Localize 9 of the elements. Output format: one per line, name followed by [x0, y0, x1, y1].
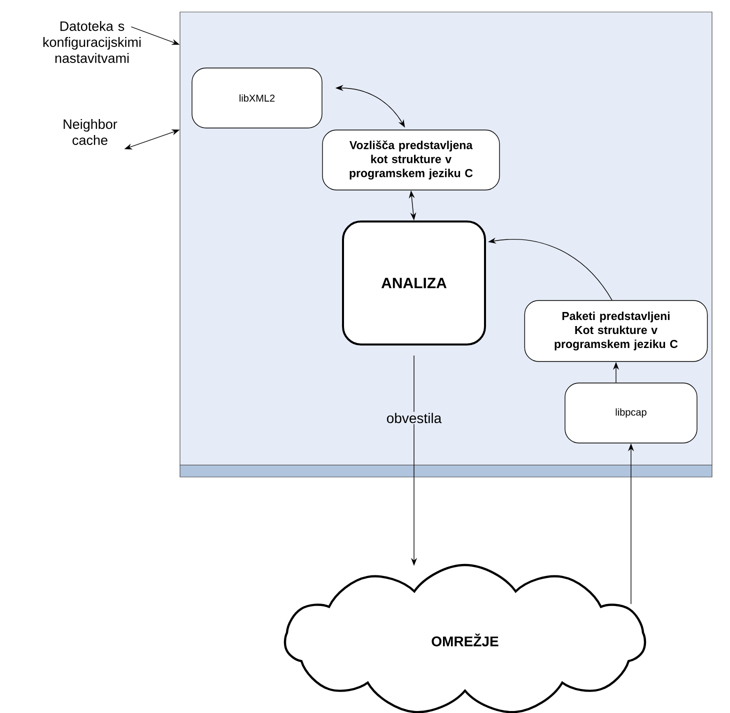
- edge-label: obvestila: [385, 412, 443, 424]
- process-box: Paketi predstavljeni Kot strukture v programskem jeziku C: [524, 300, 708, 362]
- network-cloud: OMREŽJE: [284, 564, 646, 713]
- text-label: Datoteka s konfiguracijskimi nastavitvami: [43, 21, 141, 63]
- process-box: libXML2: [192, 68, 322, 128]
- process-box: libpcap: [564, 382, 698, 444]
- process-box: ANALIZA: [342, 220, 486, 346]
- text-label: Neighbor cache: [64, 119, 118, 145]
- process-box: Vozlišča predstavljena kot strukture v programskem jeziku C: [322, 130, 500, 190]
